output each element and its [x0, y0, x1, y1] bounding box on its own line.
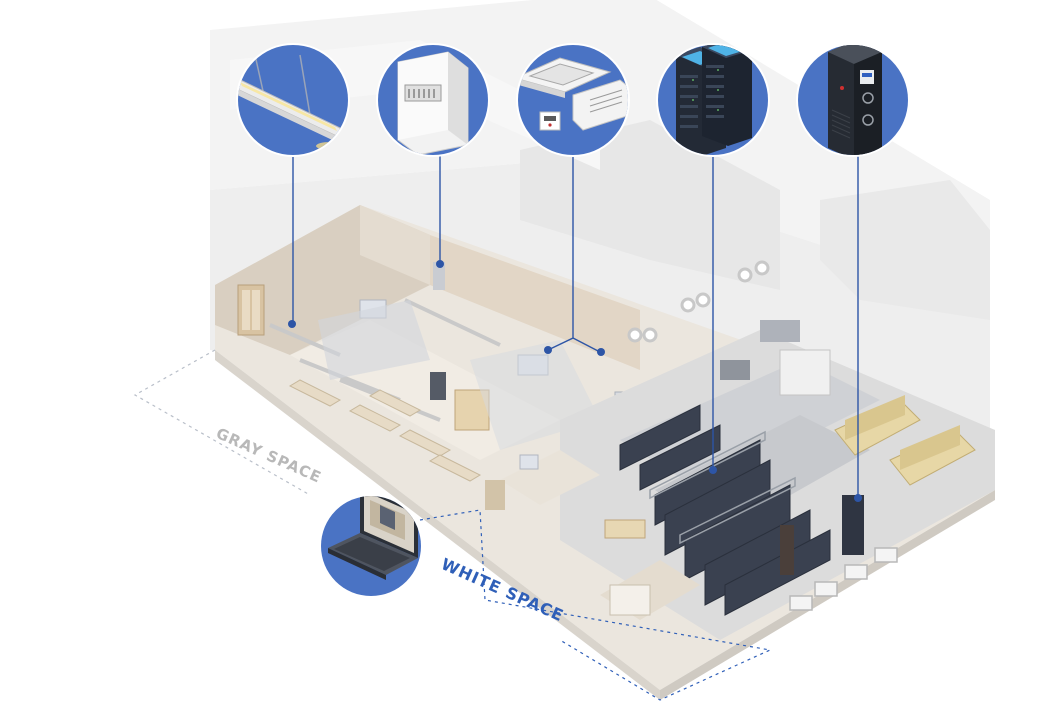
zone-outlines	[133, 349, 773, 701]
white-space-area	[485, 320, 995, 640]
leader-lines	[292, 155, 859, 498]
server-rack-icon	[676, 45, 752, 155]
callout-electrical-panel	[376, 43, 490, 157]
cassette-ac-unit-icon	[518, 57, 628, 131]
precision-ac-cabinet-icon	[828, 45, 882, 155]
callout-cassette-ac	[516, 43, 630, 157]
gray-space-label: GRAY SPACE	[213, 424, 324, 487]
callout-linear-light	[236, 43, 350, 157]
gray-space-area	[215, 205, 640, 482]
rooftop-fan-units	[627, 260, 770, 343]
callout-laptop-monitoring	[319, 494, 423, 598]
electrical-panel-icon	[397, 51, 469, 155]
callout-server-rack	[656, 43, 770, 157]
callout-precision-ac	[796, 43, 910, 157]
leader-dots	[288, 260, 862, 502]
laptop-monitoring-icon	[328, 496, 418, 580]
